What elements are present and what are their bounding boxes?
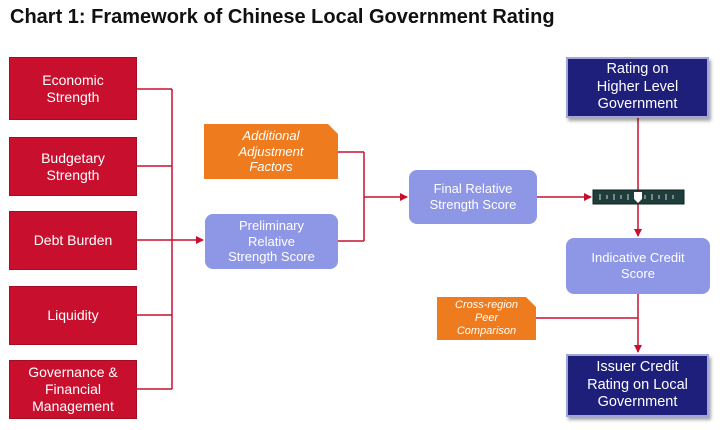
preliminary-relative-strength-score-box: Preliminary Relative Strength Score — [205, 214, 338, 269]
input-governance-financial-management: Governance & Financial Management — [9, 360, 137, 419]
cross-region-peer-comparison-box: Cross-region Peer Comparison — [437, 297, 536, 340]
higher-level-government-rating-box: Rating on Higher Level Government — [566, 57, 709, 118]
indicative-credit-score-box: Indicative Credit Score — [566, 238, 710, 294]
input-debt-burden: Debt Burden — [9, 211, 137, 270]
chart-title: Chart 1: Framework of Chinese Local Gove… — [10, 6, 555, 28]
issuer-credit-rating-box: Issuer Credit Rating on Local Government — [566, 354, 709, 417]
rating-scale-icon — [592, 189, 685, 205]
input-economic-strength: Economic Strength — [9, 57, 137, 120]
input-budgetary-strength: Budgetary Strength — [9, 137, 137, 196]
final-relative-strength-score-box: Final Relative Strength Score — [409, 170, 537, 224]
additional-adjustment-factors-box: Additional Adjustment Factors — [204, 124, 338, 179]
input-liquidity: Liquidity — [9, 286, 137, 345]
